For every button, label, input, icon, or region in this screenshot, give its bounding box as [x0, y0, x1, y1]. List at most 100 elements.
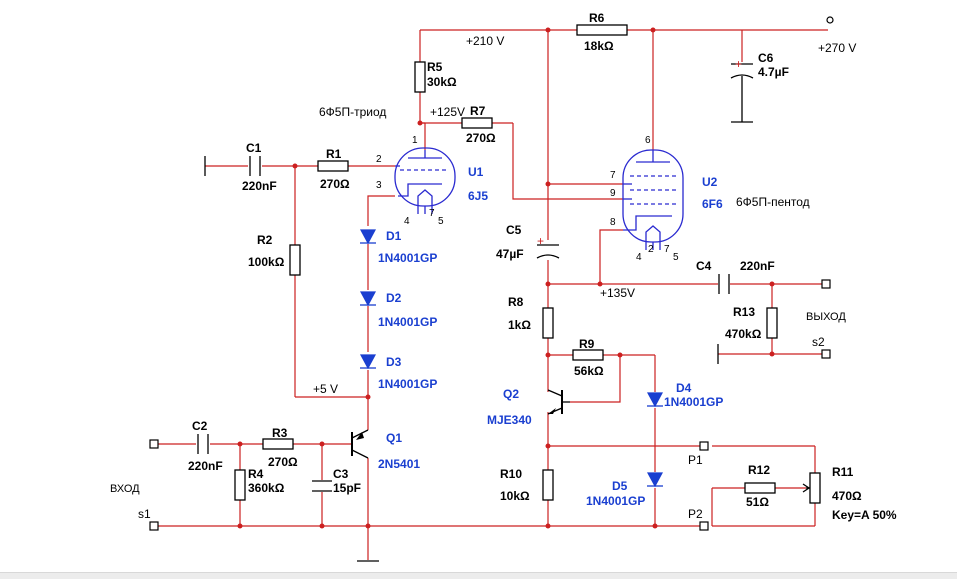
resistor-r2 — [289, 244, 301, 276]
rail-270-label: +270 V — [818, 41, 856, 55]
d4-part: 1N4001GP — [664, 395, 723, 409]
diode-d2 — [359, 291, 377, 307]
u2-pin-7b: 7 — [664, 244, 670, 255]
q2-ref: Q2 — [503, 387, 519, 401]
p1-label: P1 — [688, 453, 703, 467]
window-bottom-edge — [0, 572, 957, 579]
capacitor-c5 — [536, 244, 560, 259]
u2-pin-8: 8 — [610, 217, 616, 228]
resistor-r4 — [234, 469, 246, 501]
resistor-r6 — [576, 24, 628, 36]
c4-value: 220nF — [740, 259, 775, 273]
u1-note: 6Ф5П-триод — [319, 105, 386, 119]
u2-type: 6F6 — [702, 197, 723, 211]
d1-ref: D1 — [386, 229, 402, 243]
output-port-label: ВЫХОД — [806, 311, 846, 323]
diode-d4 — [646, 392, 664, 408]
r11-ref: R11 — [832, 465, 854, 479]
capacitor-c3 — [312, 480, 332, 492]
r7-value: 270Ω — [466, 131, 496, 145]
diode-d3 — [359, 354, 377, 370]
d1-part: 1N4001GP — [378, 251, 437, 265]
rail-5-label: +5 V — [313, 382, 338, 396]
capacitor-c2 — [197, 434, 209, 454]
resistor-r1 — [317, 160, 349, 172]
r1-value: 270Ω — [320, 177, 350, 191]
labels: +210 V +270 V +125V +135V +5 V R1 270Ω R… — [110, 11, 897, 522]
d2-ref: D2 — [386, 291, 402, 305]
d3-ref: D3 — [386, 355, 402, 369]
p2-label: P2 — [688, 507, 703, 521]
u1-pin-3: 3 — [376, 180, 382, 191]
r1-ref: R1 — [326, 147, 342, 161]
transistor-q2 — [547, 389, 570, 415]
c3-ref: C3 — [333, 467, 349, 481]
s1-label: s1 — [138, 507, 151, 521]
input-port-label: ВХОД — [110, 483, 140, 495]
u2-note: 6Ф5П-пентод — [736, 195, 810, 209]
r5-value: 30kΩ — [427, 75, 457, 89]
c5-value: 47µF — [496, 247, 524, 261]
resistor-r7 — [461, 117, 493, 129]
c5-ref: C5 — [506, 223, 522, 237]
s2-label: s2 — [812, 335, 825, 349]
resistor-r8 — [542, 307, 554, 339]
potentiometer-r11 — [802, 472, 821, 504]
u1-pin-7: 7 — [429, 208, 435, 219]
c2-ref: C2 — [192, 419, 208, 433]
u1-pin-1: 1 — [412, 135, 418, 146]
junction-dots — [237, 27, 775, 529]
tube-u2 — [622, 149, 684, 250]
u2-pin-6: 6 — [645, 135, 651, 146]
c1-value: 220nF — [242, 179, 277, 193]
c5-polarity: + — [537, 234, 544, 248]
r10-ref: R10 — [500, 467, 522, 481]
transistor-q1 — [351, 429, 369, 459]
resistor-r13 — [766, 307, 778, 339]
c1-ref: C1 — [246, 141, 262, 155]
d5-ref: D5 — [612, 479, 628, 493]
r9-ref: R9 — [579, 337, 595, 351]
u2-pin-7: 7 — [610, 170, 616, 181]
r9-value: 56kΩ — [574, 364, 604, 378]
r12-ref: R12 — [748, 463, 770, 477]
u2-ref: U2 — [702, 175, 718, 189]
c4-ref: C4 — [696, 259, 712, 273]
diode-d5 — [646, 472, 664, 488]
u2-pin-2: 2 — [648, 244, 654, 255]
r13-ref: R13 — [733, 305, 755, 319]
d3-part: 1N4001GP — [378, 377, 437, 391]
r8-ref: R8 — [508, 295, 524, 309]
d4-ref: D4 — [676, 381, 692, 395]
r5-ref: R5 — [427, 60, 443, 74]
c3-value: 15pF — [333, 481, 361, 495]
r3-value: 270Ω — [268, 455, 298, 469]
r11-key: Key=A 50% — [832, 508, 897, 522]
c6-value: 4.7µF — [758, 65, 789, 79]
capacitor-c1 — [249, 156, 261, 176]
u2-pin-5: 5 — [673, 252, 679, 263]
r10-value: 10kΩ — [500, 489, 530, 503]
terminals — [149, 16, 834, 531]
rail-210-label: +210 V — [466, 34, 504, 48]
r6-value: 18kΩ — [584, 39, 614, 53]
r12-value: 51Ω — [746, 495, 769, 509]
d2-part: 1N4001GP — [378, 315, 437, 329]
r13-value: 470kΩ — [725, 327, 762, 341]
resistor-r3 — [262, 438, 294, 450]
r3-ref: R3 — [272, 426, 288, 440]
c2-value: 220nF — [188, 459, 223, 473]
r4-ref: R4 — [248, 467, 264, 481]
r8-value: 1kΩ — [508, 318, 531, 332]
tube-u1 — [394, 147, 456, 214]
r2-value: 100kΩ — [248, 255, 285, 269]
r11-value: 470Ω — [832, 489, 862, 503]
resistor-r5 — [414, 61, 426, 93]
q1-part: 2N5401 — [378, 457, 420, 471]
u1-ref: U1 — [468, 165, 484, 179]
rail-135-label: +135V — [600, 286, 635, 300]
u1-type: 6J5 — [468, 189, 488, 203]
wires — [158, 29, 828, 560]
